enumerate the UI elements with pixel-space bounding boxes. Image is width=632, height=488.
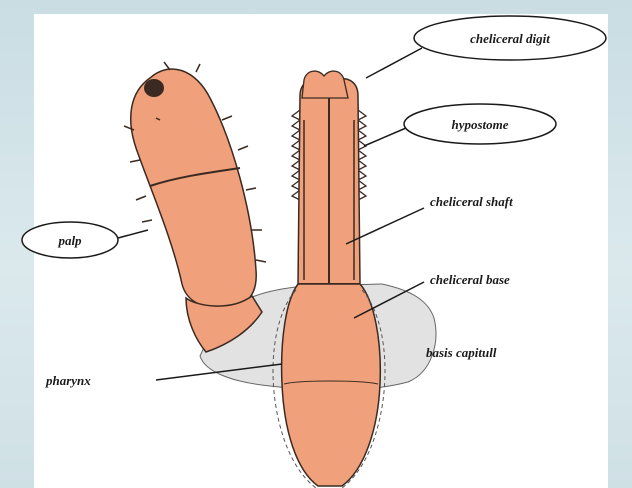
label-chelicera-digit: cheliceral digit [470,31,550,46]
label-pharynx: pharynx [45,373,91,388]
label-palp: palp [57,233,82,248]
label-chelicera-base: cheliceral base [430,272,510,287]
label-chelicera-shaft: cheliceral shaft [430,194,513,209]
label-basis-capituli: basis capitull [426,345,497,360]
label-hypostome: hypostome [451,117,508,132]
